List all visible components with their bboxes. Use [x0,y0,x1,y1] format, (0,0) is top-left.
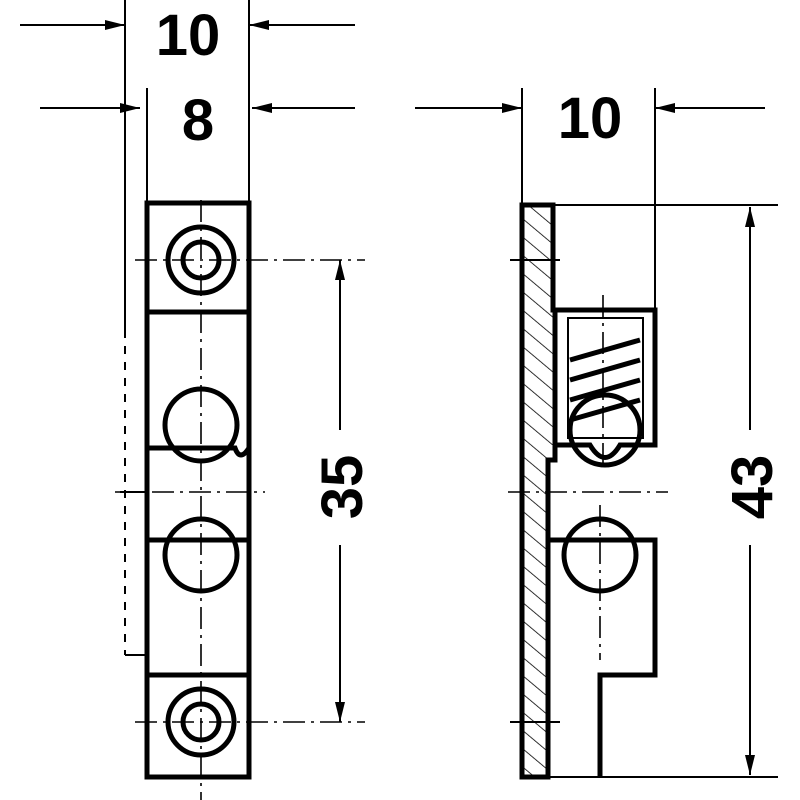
dimension-label: 10 [558,86,623,151]
spring-icon [567,317,644,439]
dimension-hole-spacing: 35 [310,260,375,722]
mounting-plate [519,202,558,780]
side-view: 10 43 [415,86,785,780]
dimension-width-outer: 10 [20,3,355,68]
dimension-width-body: 8 [40,88,355,153]
dimension-label: 10 [156,3,221,68]
front-view: 10 8 [20,0,375,800]
dimension-label: 35 [310,455,375,520]
catch-profile [545,500,658,777]
dimension-side-width: 10 [415,86,765,151]
dimension-label: 8 [182,88,214,153]
spring-housing [553,307,658,460]
dimension-height: 43 [720,207,785,775]
ball-upper [567,392,643,468]
catch-body [144,200,252,780]
dimension-label: 43 [720,455,785,520]
